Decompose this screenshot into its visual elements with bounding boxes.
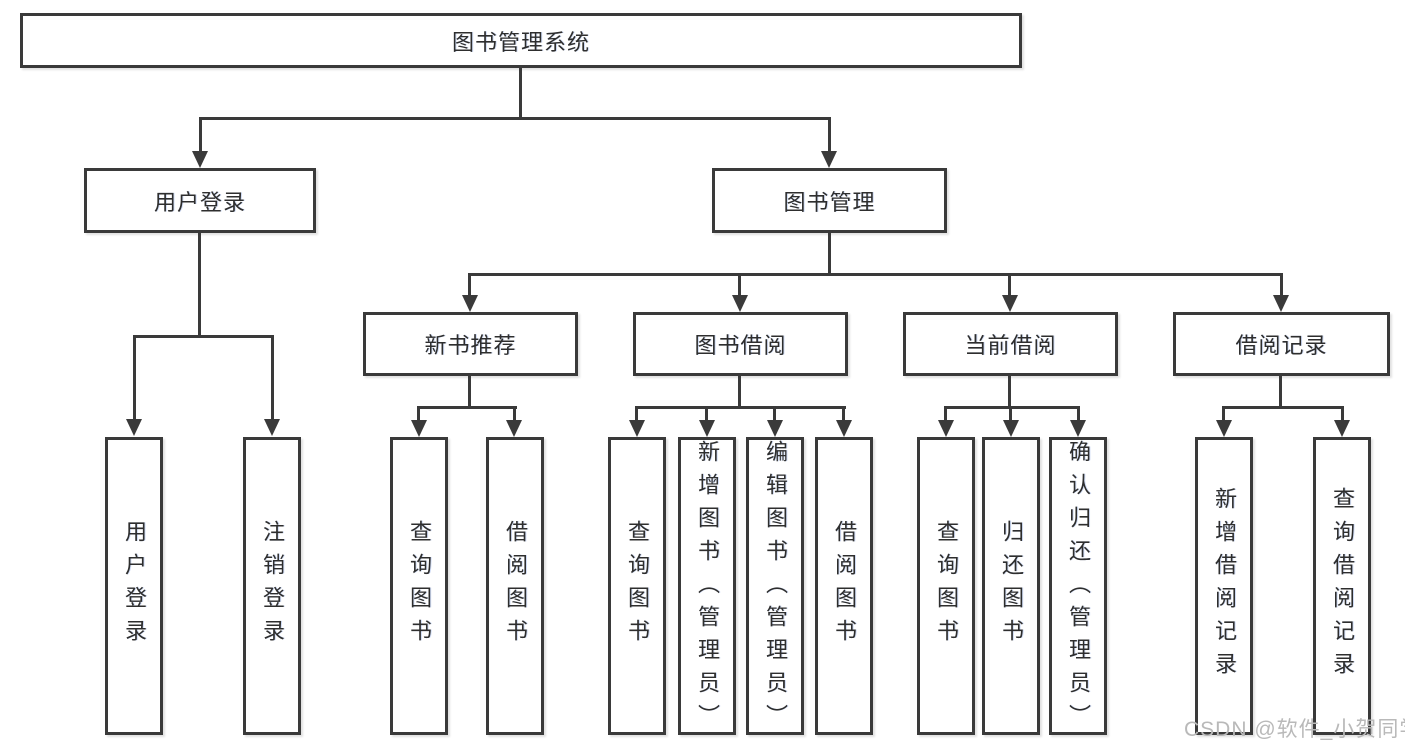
leaf-current-query-books: 查询图书 bbox=[917, 437, 975, 735]
leaf-user-login: 用户登录 bbox=[105, 437, 163, 735]
node-new-book-recommend: 新书推荐 bbox=[363, 312, 578, 376]
leaf-logout: 注销登录 bbox=[243, 437, 301, 735]
leaf-borrowing-add-books-admin: 新增图书（管理员） bbox=[678, 437, 736, 737]
leaf-borrowing-borrow-books: 借阅图书 bbox=[815, 437, 873, 735]
leaf-borrowing-query-books: 查询图书 bbox=[608, 437, 666, 735]
node-user-login: 用户登录 bbox=[84, 168, 316, 233]
csdn-watermark: CSDN @软件_小贺同学 bbox=[1184, 718, 1405, 741]
node-root-library-system: 图书管理系统 bbox=[20, 13, 1022, 68]
node-book-management: 图书管理 bbox=[712, 168, 947, 233]
leaf-records-query-record: 查询借阅记录 bbox=[1313, 437, 1371, 735]
leaf-borrowing-edit-books-admin: 编辑图书（管理员） bbox=[746, 437, 804, 737]
leaf-records-add-record: 新增借阅记录 bbox=[1195, 437, 1253, 735]
leaf-recommend-borrow-books: 借阅图书 bbox=[486, 437, 544, 735]
node-book-borrowing: 图书借阅 bbox=[633, 312, 848, 376]
node-borrowing-records: 借阅记录 bbox=[1173, 312, 1390, 376]
leaf-recommend-query-books: 查询图书 bbox=[390, 437, 448, 735]
leaf-current-return-books: 归还图书 bbox=[982, 437, 1040, 735]
leaf-current-confirm-return-admin: 确认归还（管理员） bbox=[1049, 437, 1107, 737]
node-current-borrowing: 当前借阅 bbox=[903, 312, 1118, 376]
